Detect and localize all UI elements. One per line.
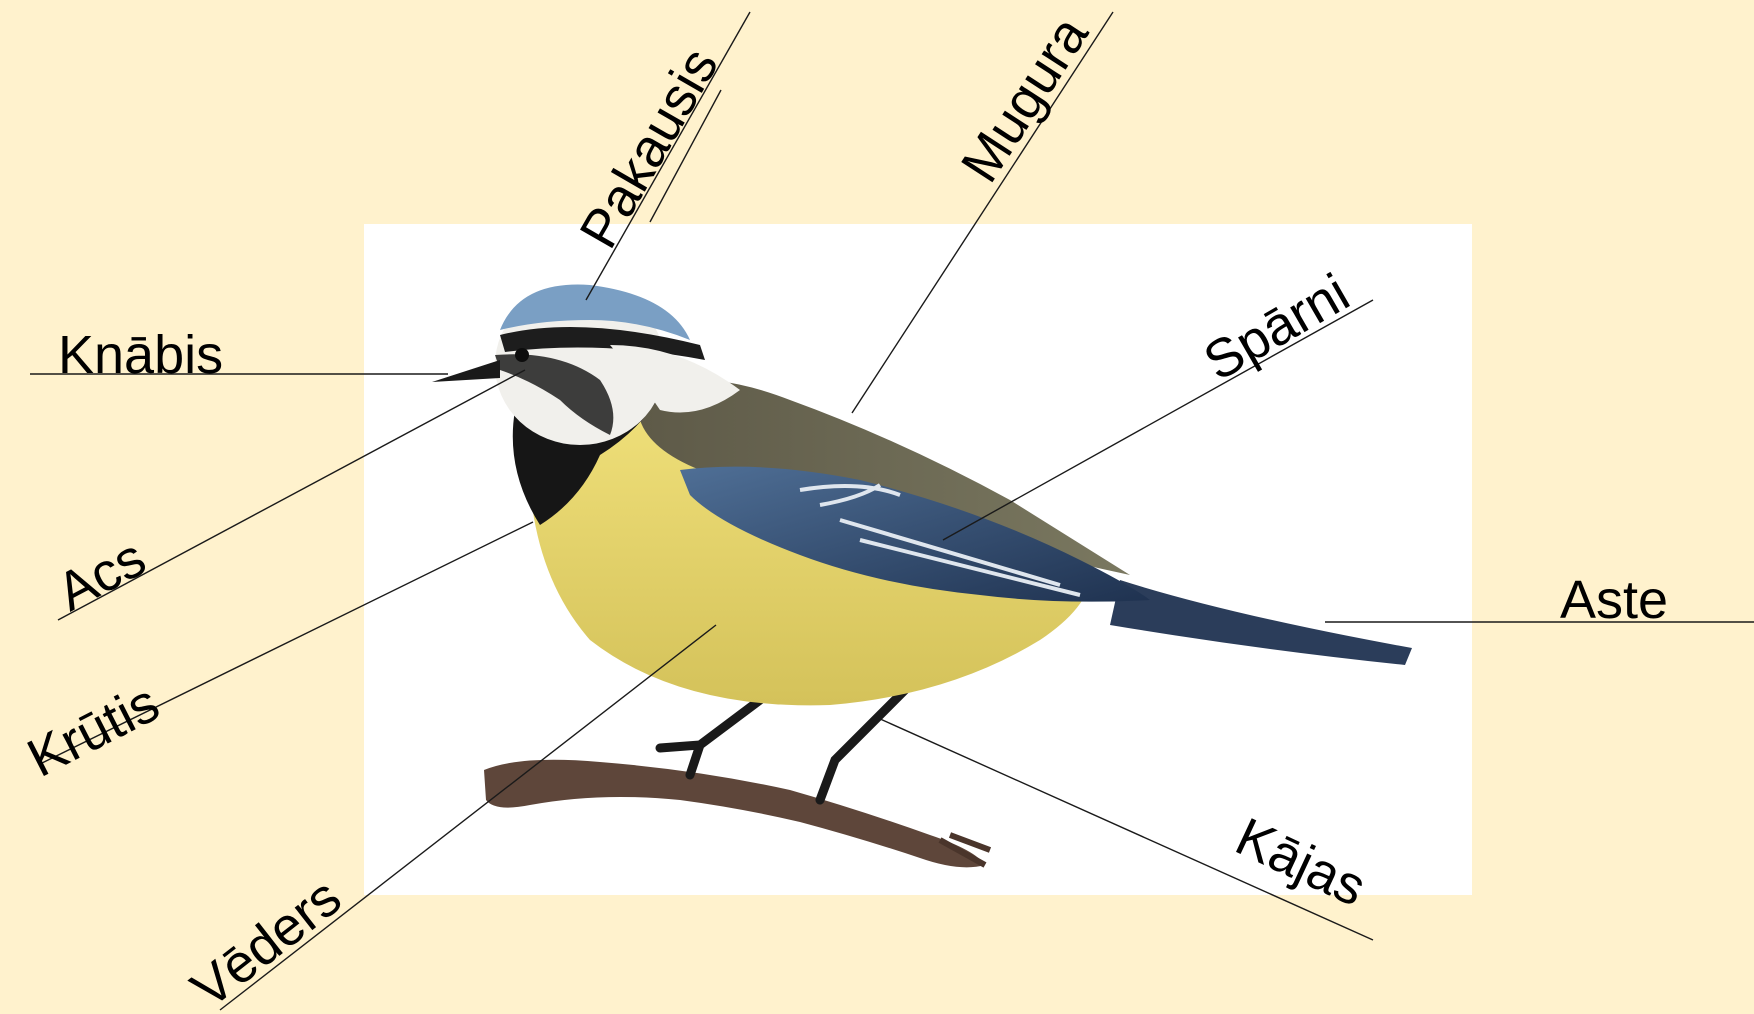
bird-eye	[515, 348, 529, 362]
label-chest: Krūtis	[18, 673, 168, 789]
label-beak: Knābis	[58, 325, 223, 385]
label-tail: Aste	[1560, 570, 1668, 630]
label-eye: Acs	[47, 527, 155, 622]
label-back: Mugura	[950, 5, 1101, 192]
label-belly: Vēders	[180, 867, 352, 1014]
